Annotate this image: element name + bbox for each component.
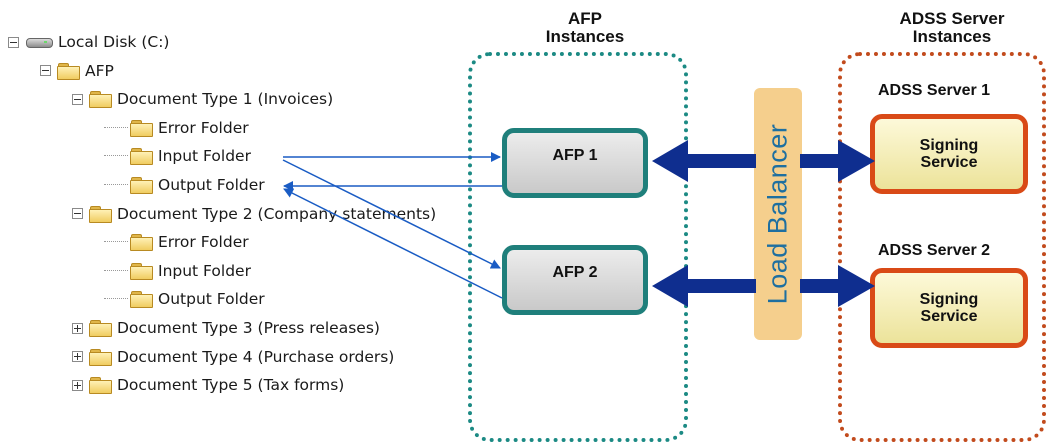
folder-icon [89, 377, 112, 395]
adss-server-2-title: ADSS Server 2 [878, 242, 991, 259]
tree-item[interactable]: Input Folder [104, 145, 251, 167]
afp-heading-line2: Instances [545, 27, 625, 46]
tree-item[interactable]: Local Disk (C:) [8, 31, 169, 53]
adss-server-1-signing-service[interactable]: Signing Service [870, 114, 1028, 194]
collapse-icon[interactable] [72, 208, 83, 220]
tree-connector [104, 298, 128, 300]
collapse-icon[interactable] [40, 65, 51, 77]
tree-item-label: AFP [85, 61, 114, 80]
tree-item-label: Document Type 5 (Tax forms) [117, 376, 345, 395]
afp-instance-1[interactable]: AFP 1 [502, 128, 648, 198]
expand-icon[interactable] [72, 322, 83, 334]
signing-service-2-line2: Service [920, 308, 978, 325]
folder-icon [89, 205, 112, 223]
folder-icon [130, 291, 153, 309]
tree-item-label: Output Folder [158, 290, 265, 309]
folder-icon [130, 262, 153, 280]
load-balancer-label: Load Balancer [762, 123, 793, 305]
folder-icon [89, 348, 112, 366]
tree-item-label: Error Folder [158, 118, 249, 137]
tree-item-label: Input Folder [158, 147, 251, 166]
tree-item-label: Error Folder [158, 233, 249, 252]
tree-item-label: Document Type 3 (Press releases) [117, 319, 380, 337]
afp-instance-1-label: AFP 1 [552, 147, 598, 164]
tree-item[interactable]: Error Folder [104, 231, 249, 253]
collapse-icon[interactable] [72, 93, 83, 105]
tree-item-label: Local Disk (C:) [58, 33, 170, 51]
tree-item-label: Document Type 4 (Purchase orders) [117, 347, 395, 366]
afp-instance-2[interactable]: AFP 2 [502, 245, 648, 315]
tree-connector [104, 126, 128, 129]
tree-item-label: Document Type 2 (Company statements) [117, 204, 437, 223]
tree-item[interactable]: Input Folder [104, 260, 251, 282]
folder-icon [89, 320, 112, 337]
afp-instance-2-label: AFP 2 [552, 264, 598, 281]
folder-icon [130, 119, 153, 137]
tree-item[interactable]: Error Folder [104, 117, 249, 139]
hard-disk-icon [25, 35, 53, 49]
tree-item[interactable]: Output Folder [104, 288, 265, 310]
tree-connector [104, 184, 128, 186]
adss-heading-line2: Instances [912, 27, 992, 46]
folder-icon [130, 148, 153, 166]
folder-icon [89, 91, 112, 109]
signing-service-1-line1: Signing [919, 137, 979, 154]
adss-server-2-signing-service[interactable]: Signing Service [870, 268, 1028, 348]
adss-group-heading: ADSS Server Instances [872, 10, 1032, 46]
tree-connector [104, 241, 128, 243]
tree-connector [104, 269, 128, 272]
load-balancer[interactable] [754, 88, 802, 340]
signing-service-1-line2: Service [920, 154, 978, 171]
tree-item[interactable]: Document Type 4 (Purchase orders) [72, 346, 394, 368]
adss-heading-line1: ADSS Server [899, 9, 1005, 28]
tree-item[interactable]: Document Type 5 (Tax forms) [72, 374, 344, 396]
collapse-icon[interactable] [8, 36, 19, 48]
expand-icon[interactable] [72, 351, 83, 363]
tree-connector [104, 155, 128, 157]
signing-service-2-line1: Signing [919, 291, 979, 308]
tree-item[interactable]: Document Type 3 (Press releases) [72, 317, 380, 339]
tree-item[interactable]: Document Type 1 (Invoices) [72, 88, 333, 110]
folder-icon [57, 62, 80, 80]
tree-item[interactable]: Document Type 2 (Company statements) [72, 203, 436, 225]
tree-item-label: Document Type 1 (Invoices) [117, 90, 334, 109]
folder-icon [130, 177, 153, 194]
tree-item-label: Input Folder [158, 261, 251, 280]
expand-icon[interactable] [72, 379, 83, 391]
adss-server-1-title: ADSS Server 1 [878, 82, 991, 99]
tree-item[interactable]: AFP [40, 60, 114, 82]
folder-icon [130, 234, 153, 252]
tree-item[interactable]: Output Folder [104, 174, 265, 196]
afp-group-heading: AFP Instances [520, 10, 650, 46]
tree-item-label: Output Folder [158, 176, 265, 194]
afp-heading-line1: AFP [568, 9, 602, 28]
